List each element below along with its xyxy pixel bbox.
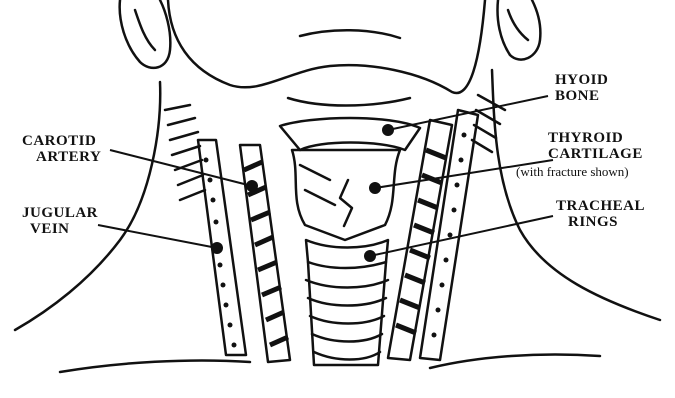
chin-line <box>288 98 410 106</box>
jugular-vein-label: JUGULAR VEIN <box>22 205 98 237</box>
thyroid-fracture-note: (with fracture shown) <box>516 164 629 180</box>
thyroid-pointer <box>369 182 381 194</box>
carotid-artery-label: CAROTID ARTERY <box>22 133 101 165</box>
carotid-line1: CAROTID <box>22 133 101 149</box>
tracheal-pointer <box>364 250 376 262</box>
carotid-line2: ARTERY <box>22 149 101 165</box>
thyroid-line2: CARTILAGE <box>548 146 643 162</box>
tracheal-line1: TRACHEAL <box>556 198 645 214</box>
jugular-pointer <box>211 242 223 254</box>
carotid-pointer <box>246 180 258 192</box>
hyoid-bone-shape <box>280 118 420 150</box>
hyoid-line1: HYOID <box>555 72 608 88</box>
thyroid-line1: THYROID <box>548 130 643 146</box>
tracheal-rings-label: TRACHEAL RINGS <box>556 198 645 230</box>
carotid-artery-left <box>240 145 290 362</box>
neck-right-outline <box>492 70 660 320</box>
thyroid-cartilage-label: THYROID CARTILAGE <box>548 130 643 162</box>
chin-crease <box>300 30 400 38</box>
trachea-outline <box>308 262 386 365</box>
jaw-outline <box>168 0 485 93</box>
thyroid-cartilage-shape <box>292 150 400 240</box>
tracheal-line2: RINGS <box>556 214 645 230</box>
hyoid-bone-label: HYOID BONE <box>555 72 608 104</box>
fracture-line <box>340 180 352 226</box>
pointer-dots <box>211 124 394 262</box>
jugular-line1: JUGULAR <box>22 205 98 221</box>
jugular-line2: VEIN <box>22 221 98 237</box>
hyoid-line2: BONE <box>555 88 608 104</box>
hyoid-pointer <box>382 124 394 136</box>
